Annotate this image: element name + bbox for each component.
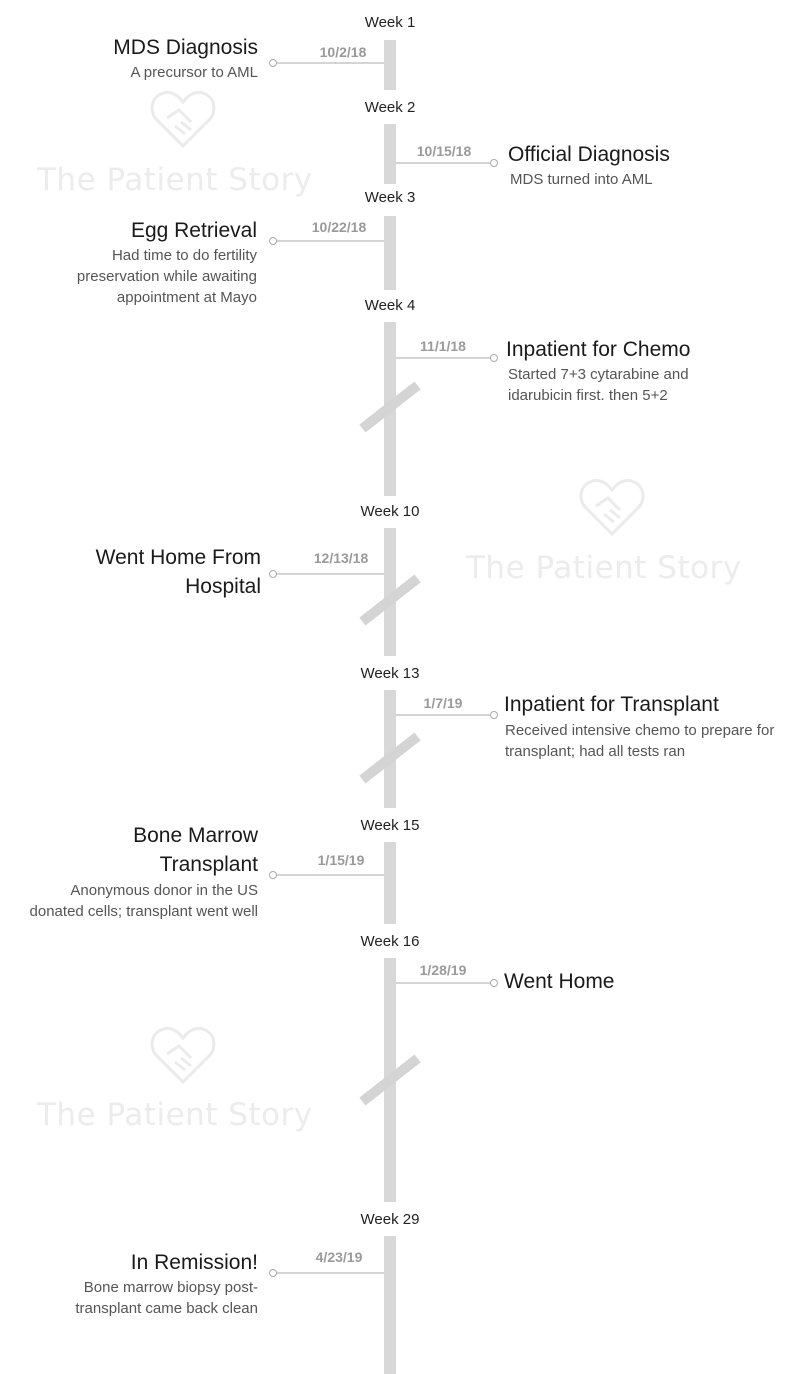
week-label: Week 16: [360, 933, 420, 950]
event-description: Bone marrow biopsy post-transplant came …: [75, 1279, 258, 1317]
event-title: Went Home From Hospital: [95, 546, 261, 598]
week-label: Week 2: [364, 99, 416, 116]
event-description: Had time to do fertility preservation wh…: [76, 247, 257, 306]
event-description: Anonymous donor in the US donated cells;…: [29, 882, 258, 920]
week-label: Week 3: [364, 189, 416, 206]
week-label: Week 29: [360, 1211, 420, 1228]
event-title: MDS Diagnosis: [113, 36, 258, 59]
heart-handshake-icon: [150, 1026, 216, 1085]
timeline-spine: [384, 690, 396, 808]
event-dot: [490, 711, 498, 719]
heart-handshake-icon: [150, 90, 216, 149]
event-connector: [396, 162, 494, 164]
event-connector: [396, 357, 494, 359]
event-description: Received intensive chemo to prepare for …: [505, 722, 775, 760]
event-connector: [276, 573, 384, 575]
event-title: Inpatient for Chemo: [506, 338, 691, 361]
event-description: A precursor to AML: [130, 64, 258, 81]
event-date: 1/15/19: [317, 852, 365, 868]
event-date: 12/13/18: [313, 550, 369, 566]
event-dot: [490, 354, 498, 362]
timeline-spine: [384, 216, 396, 290]
event-dot: [269, 237, 277, 245]
event-title: Went Home: [504, 970, 615, 993]
event-connector: [276, 874, 384, 876]
event-title: In Remission!: [130, 1251, 258, 1274]
week-label: Week 13: [360, 665, 420, 682]
event-date: 10/15/18: [416, 143, 472, 159]
event-date: 4/23/19: [315, 1249, 363, 1265]
watermark-text: The Patient Story: [466, 550, 742, 586]
event-date: 11/1/18: [420, 338, 466, 354]
event-title: Inpatient for Transplant: [504, 693, 719, 716]
watermark-text: The Patient Story: [37, 162, 313, 198]
event-connector: [396, 982, 494, 984]
event-dot: [269, 1269, 277, 1277]
event-connector: [276, 62, 384, 64]
timeline-spine: [384, 842, 396, 924]
event-dot: [490, 979, 498, 987]
timeline-spine: [384, 1236, 396, 1374]
event-dot: [269, 570, 277, 578]
week-label: Week 15: [360, 817, 420, 834]
event-date: 1/7/19: [423, 695, 463, 711]
event-connector: [276, 1272, 384, 1274]
event-dot: [269, 59, 277, 67]
event-title: Official Diagnosis: [508, 143, 670, 166]
event-dot: [490, 159, 498, 167]
timeline-spine: [384, 40, 396, 90]
watermark-text: The Patient Story: [37, 1097, 313, 1133]
event-connector: [396, 714, 494, 716]
event-title: Bone Marrow Transplant: [133, 824, 258, 876]
event-title: Egg Retrieval: [130, 219, 257, 242]
timeline-spine: [384, 124, 396, 184]
week-label: Week 1: [364, 14, 416, 31]
event-dot: [269, 871, 277, 879]
event-description: Started 7+3 cytarabine and idarubicin fi…: [508, 366, 689, 404]
event-date: 1/28/19: [419, 962, 467, 978]
event-date: 10/22/18: [311, 219, 367, 235]
week-label: Week 4: [364, 297, 416, 314]
event-date: 10/2/18: [319, 44, 367, 60]
event-description: MDS turned into AML: [510, 171, 653, 188]
heart-handshake-icon: [579, 478, 645, 537]
event-connector: [276, 240, 384, 242]
week-label: Week 10: [360, 503, 420, 520]
